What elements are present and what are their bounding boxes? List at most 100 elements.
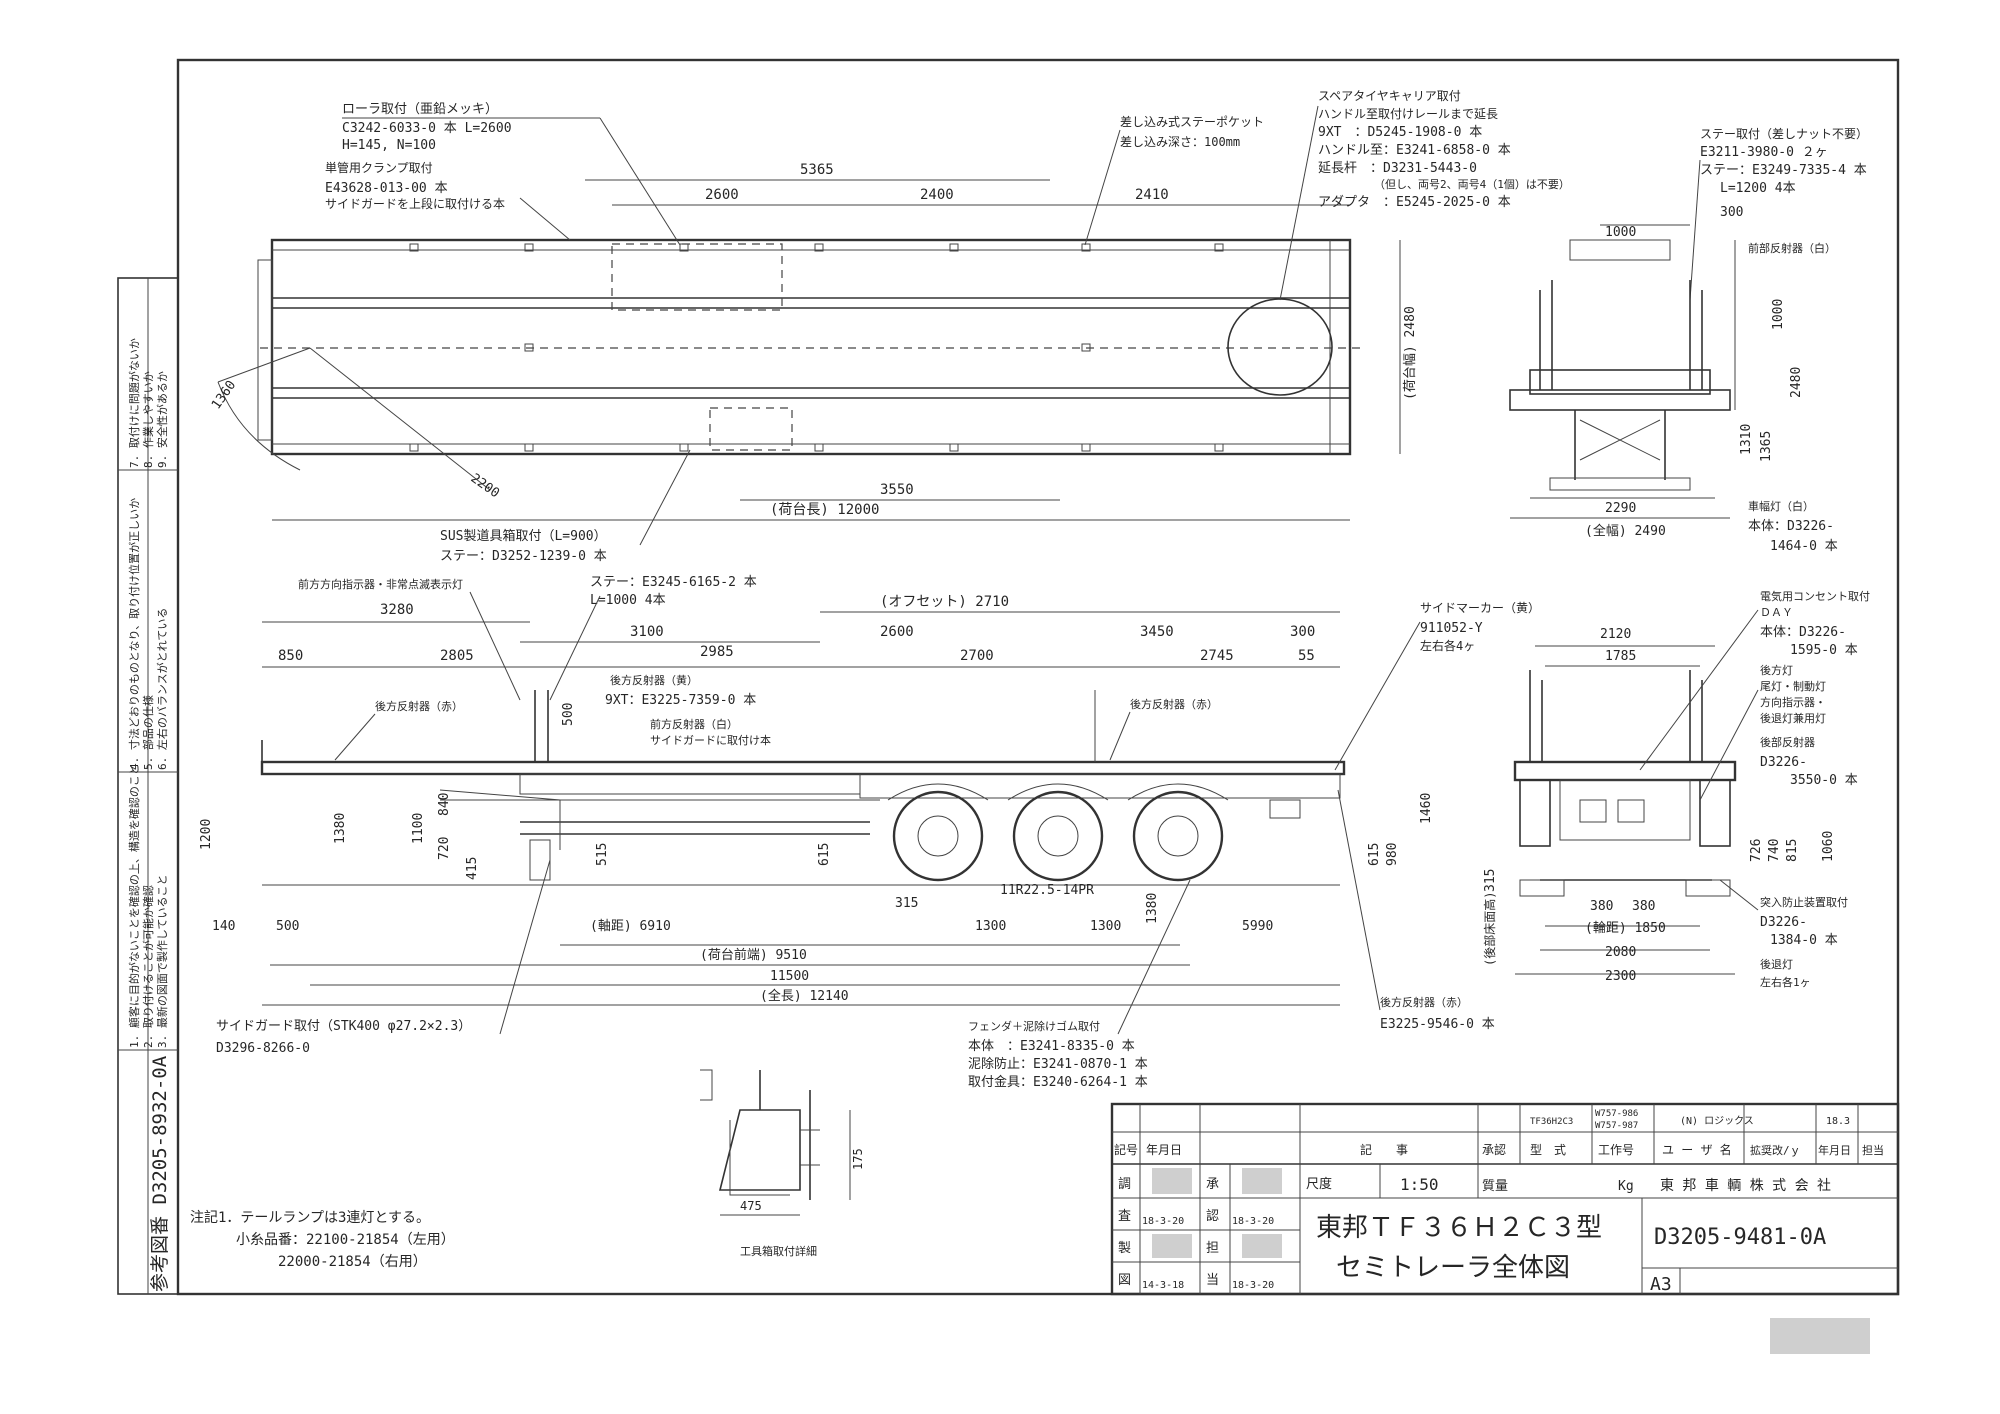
checklist-strip: 1. 顧客に目的がないことを確認の上、構造を確認のこと 2. 取り付けることが可…: [117, 277, 179, 1295]
dim-side-11500: 11500: [770, 969, 809, 984]
callout-stay-title: ステー取付（差しナット不要）: [1700, 127, 1868, 141]
callout-spare-line5: （但し、両号2、両号4（1個）は不要）: [1374, 178, 1570, 191]
callout-outlet-part1: 本体：D3226-: [1760, 625, 1846, 640]
tb-company: 東 邦 車 輌 株 式 会 社: [1660, 1177, 1831, 1194]
notes: 注記1．テールランプは3連灯とする。 小糸品番：22100-21854（左用） …: [190, 1209, 455, 1270]
callout-side-guard: サイドガード取付（STK400 φ27.2×2.3）: [216, 1019, 471, 1034]
dim-front-1000v: 1000: [1771, 299, 1786, 330]
callout-rear-reflector-side: 後方反射器（赤）: [375, 699, 463, 713]
dim-side-6910: (軸距) 6910: [590, 919, 671, 934]
callout-roller-dim: H=145, N=100: [342, 138, 436, 153]
tb-col-2: 認: [1206, 1208, 1219, 1224]
tb-work-no-1: W757-986: [1595, 1109, 1638, 1119]
dim-side-12140: (全長) 12140: [760, 988, 849, 1004]
callout-rear-red-part: E3225-9546-0 本: [1380, 1017, 1495, 1032]
dim-side-2600: 2600: [880, 624, 914, 640]
callout-stay-front-2: L=1000 4本: [590, 593, 666, 608]
callout-reverse-qty: 左右各1ヶ: [1760, 975, 1811, 989]
dim-rear-380a: 380: [1590, 899, 1613, 914]
callout-roller-title: ローラ取付（亜鉛メッキ）: [342, 102, 498, 117]
tb-h-approve: 承認: [1482, 1142, 1506, 1157]
redacted-signature: [1242, 1168, 1282, 1194]
dim-side-720: 720: [437, 837, 452, 860]
dim-side-500v: 500: [561, 703, 576, 726]
dim-side-3450: 3450: [1140, 624, 1174, 640]
dim-plan-12000: (荷台長) 12000: [770, 502, 879, 518]
dim-side-615b: 615: [1367, 843, 1382, 866]
dim-side-2805: 2805: [440, 648, 474, 664]
dim-plan-5365: 5365: [800, 162, 834, 178]
tb-row-3: 製: [1118, 1241, 1131, 1256]
callout-rear-parts-2: 3550-0 本: [1790, 773, 1858, 788]
tb-user: (N) ロジックス: [1680, 1115, 1754, 1127]
callout-spare-line4: 延長杆 ：D3231-5443-0: [1318, 161, 1477, 176]
callout-back-lamp: 後退灯兼用灯: [1760, 711, 1826, 725]
callout-outlet-day: ＤＡＹ: [1760, 606, 1793, 619]
dim-plan-1360: 1360: [209, 378, 239, 412]
callout-white-reflector-note: サイドガードに取付け本: [650, 733, 771, 747]
callout-width-lamp: 車幅灯（白）: [1748, 499, 1814, 513]
dim-plan-2480: (荷台幅) 2480: [1403, 306, 1418, 400]
callout-stake-depth: 差し込み深さ：100mm: [1120, 135, 1240, 149]
tb-weight-unit: Kg: [1618, 1179, 1634, 1194]
note-part-right: 22000-21854（右用）: [278, 1254, 427, 1270]
callout-bracket-title: 単管用クランプ取付: [325, 160, 433, 175]
dim-front-1000: 1000: [1605, 225, 1636, 240]
dim-front-1365: 1365: [1759, 431, 1774, 462]
checklist-item-9: 9. 安全性があるか: [155, 371, 169, 468]
dim-side-2745: 2745: [1200, 648, 1234, 664]
tb-scale-label: 尺度: [1306, 1176, 1332, 1192]
checklist-item-8: 8. 作業しやすいか: [142, 371, 155, 468]
checklist-item-6: 6. 左右のバランスがとれている: [155, 608, 169, 770]
front-view: 300 1000 1000 2480 1310 1365 2290 (全幅) 2…: [1509, 205, 1838, 554]
callout-fender-bracket: 取付金具：E3240-6264-1 本: [968, 1074, 1148, 1090]
dim-side-2710: (オフセット) 2710: [880, 594, 1009, 610]
dim-side-3280: 3280: [380, 602, 414, 618]
side-view: 3280 (オフセット) 2710 3100 2600 3450 300 850…: [199, 594, 1434, 1006]
dim-side-315: 315: [895, 896, 918, 911]
callout-front-reflector: 前部反射器（白）: [1748, 241, 1836, 255]
dim-side-140: 140: [212, 919, 235, 934]
dim-side-980: 980: [1385, 843, 1400, 866]
dim-side-1100: 1100: [411, 813, 426, 844]
dim-front-1310: 1310: [1739, 424, 1754, 455]
tb-h-note: 記 事: [1360, 1142, 1408, 1157]
dim-side-1380b: 1380: [1145, 893, 1160, 924]
callout-spare-line6: アダプタ ：E5245-2025-0 本: [1318, 195, 1511, 210]
side-callouts: 前方方向指示器・非常点滅表示灯 ステー：E3245-6165-2 本 L=100…: [216, 575, 1540, 1090]
callout-side-guard-part: D3296-8266-0: [216, 1041, 310, 1056]
callout-turn-lamp: 方向指示器・: [1760, 695, 1826, 709]
drawing-title-line1: 東邦ＴＦ３６Ｈ２Ｃ３型: [1316, 1213, 1602, 1243]
callout-guard-part2: 1384-0 本: [1770, 933, 1838, 948]
redacted-stamp: [1770, 1318, 1870, 1354]
tb-h-work: 工作号: [1598, 1143, 1634, 1157]
callout-spare-line1: ハンドル至取付けレールまで延長: [1318, 107, 1498, 121]
tb-date-4: 18-3-20: [1232, 1280, 1274, 1291]
dim-front-2490: (全幅) 2490: [1585, 523, 1666, 539]
callout-stake-title: 差し込み式ステーポケット: [1120, 115, 1264, 129]
callout-reverse-lamp: 後退灯: [1760, 957, 1793, 971]
callout-spare-line3: ハンドル至：E3241-6858-0 本: [1318, 143, 1511, 158]
dim-plan-2200: 2200: [468, 471, 502, 501]
tb-weight-label: 質量: [1482, 1179, 1508, 1194]
callout-rear-lamp: 後方灯: [1760, 663, 1793, 677]
tb-h-mark: 記号: [1114, 1142, 1138, 1157]
callout-tail-lamp: 尾灯・制動灯: [1760, 679, 1826, 693]
redacted-signature: [1152, 1234, 1192, 1258]
callout-tire: 11R22.5-14PR: [1000, 883, 1094, 898]
tb-h-rev: 拡奨改/ｙ: [1750, 1143, 1801, 1157]
callout-rear-reflex: 後部反射器: [1760, 735, 1815, 749]
toolbox-width: 475: [740, 1199, 762, 1213]
callout-roller-part: C3242-6033-0 本 L=2600: [342, 121, 512, 136]
dim-rear-1850: (輪距) 1850: [1585, 920, 1666, 936]
dim-side-5990: 5990: [1242, 919, 1273, 934]
dim-side-2700: 2700: [960, 648, 994, 664]
dim-side-300: 300: [1290, 624, 1315, 640]
dim-rear-1060: 1060: [1821, 831, 1836, 862]
drawing-border: [176, 58, 1900, 1296]
callout-stay-line2: ステー：E3249-7335-4 本: [1700, 163, 1867, 178]
dim-side-415: 415: [465, 857, 480, 880]
dim-rear-740: 740: [1767, 839, 1782, 862]
callout-side-marker-qty: 左右各4ヶ: [1420, 638, 1475, 653]
redacted-signature: [1152, 1168, 1192, 1194]
